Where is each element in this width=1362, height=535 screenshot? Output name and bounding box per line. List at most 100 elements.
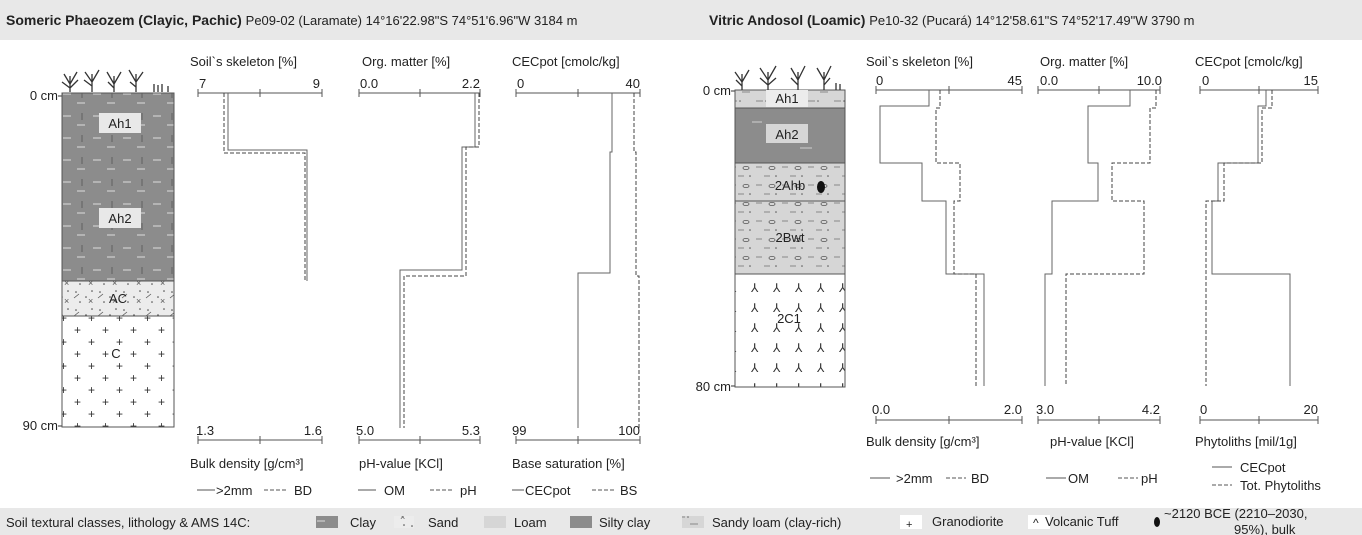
- panel-6-bottom-title: Phytoliths [mil/1g]: [1195, 434, 1297, 449]
- granodiorite-symbol-icon: +: [906, 519, 912, 531]
- horizon-2bwt-loam: [734, 200, 846, 275]
- panel-6-legend-dashed: Tot. Phytoliths: [1240, 478, 1321, 493]
- horizon-label-ac: AC: [109, 291, 127, 306]
- legend-loam: Loam: [514, 515, 547, 530]
- vegetation-icon: [734, 65, 841, 90]
- loam-swatch: [484, 516, 506, 528]
- volcanic-tuff-swatch: [1028, 515, 1050, 529]
- panel-6-bottom-min: 0: [1200, 402, 1207, 417]
- horizon-2c1-volcanic-tuff: [734, 273, 846, 388]
- horizon-label-ah1: Ah1: [108, 116, 131, 131]
- panel-1-legend-solid: >2mm: [216, 483, 252, 498]
- panel-1-top-title: Soil`s skeleton [%]: [190, 54, 297, 69]
- legend-silty-clay: Silty clay: [599, 515, 651, 530]
- legend-sandy-loam: Sandy loam (clay-rich): [712, 515, 841, 530]
- panel-3-legend-dashed: BS: [620, 483, 638, 498]
- panel-6-top-max: 15: [1304, 73, 1318, 88]
- profile-2-column: 0 cm 80 cm Ah1 Ah2 2Ahb 2Bwt 2C1: [696, 65, 846, 394]
- horizon-2ahb-loam: [734, 162, 846, 202]
- panel-2-bottom-min: 5.0: [356, 423, 374, 438]
- organic-matter-curve: [399, 93, 476, 428]
- profile-1-depth-bottom: 90 cm: [23, 418, 58, 433]
- legend-dating-line2: 95%), bulk: [1234, 522, 1296, 535]
- profile-1-column: 0 cm 90 cm Ah1 Ah2 AC C: [23, 69, 175, 433]
- base-saturation-curve: [633, 93, 640, 428]
- panel-1-bottom-max: 1.6: [304, 423, 322, 438]
- panel-5-top-title: Org. matter [%]: [1040, 54, 1128, 69]
- horizon-label-c: C: [111, 346, 120, 361]
- panel-2-top-max: 2.2: [462, 76, 480, 91]
- panel-3-top-max: 40: [626, 76, 640, 91]
- horizon-label-2c1: 2C1: [777, 311, 801, 326]
- bulk-density-curve-p2: [935, 90, 977, 386]
- panel-4-top-max: 45: [1008, 73, 1022, 88]
- profile-1-header: Someric Phaeozem (Clayic, Pachic) Pe09-0…: [6, 12, 577, 28]
- profile-2-site-info: Pe10-32 (Pucará) 14°12'58.61"S 74°52'17.…: [869, 13, 1195, 28]
- ams-14c-sample-icon: [817, 181, 825, 193]
- panel-1-top-max: 9: [313, 76, 320, 91]
- legend-clay: Clay: [350, 515, 377, 530]
- legend-volcanic-tuff: Volcanic Tuff: [1045, 514, 1119, 529]
- panel-2-top-min: 0.0: [360, 76, 378, 91]
- legend-dating-line1: ~2120 BCE (2210–2030,: [1164, 506, 1307, 521]
- ams-14c-legend-icon: [1154, 517, 1160, 527]
- panel-4-bottom-min: 0.0: [872, 402, 890, 417]
- panel-3-legend-solid: CECpot: [525, 483, 571, 498]
- panel-3-bottom-min: 99: [512, 423, 526, 438]
- panel-5-bottom-max: 4.2: [1142, 402, 1160, 417]
- clay-swatch: [316, 516, 338, 528]
- panel-5-legend-solid: OM: [1068, 471, 1089, 486]
- panel-2-bottom-max: 5.3: [462, 423, 480, 438]
- profile-2-depth-bottom: 80 cm: [696, 379, 731, 394]
- granodiorite-swatch: [900, 515, 922, 529]
- panel-6-legend-solid: CECpot: [1240, 460, 1286, 475]
- volcanic-tuff-symbol-icon: ^: [1033, 516, 1039, 530]
- sand-swatch: [394, 516, 414, 528]
- vegetation-icon: [61, 69, 169, 92]
- panel-2-bottom-title: pH-value [KCl]: [359, 456, 443, 471]
- panel-5-top-min: 0.0: [1040, 73, 1058, 88]
- panel-2-top-title: Org. matter [%]: [362, 54, 450, 69]
- panel-2-legend-solid: OM: [384, 483, 405, 498]
- phytoliths-curve-p2: [1205, 90, 1273, 386]
- panel-5-legend-dashed: pH: [1141, 471, 1158, 486]
- panel-5-top-max: 10.0: [1137, 73, 1162, 88]
- label-bg-ah1: [99, 113, 141, 133]
- legend-intro: Soil textural classes, lithology & AMS 1…: [6, 515, 250, 530]
- panel-4-legend-dashed: BD: [971, 471, 989, 486]
- profile-2-depth-top: 0 cm: [703, 83, 731, 98]
- panel-3-bottom-title: Base saturation [%]: [512, 456, 625, 471]
- organic-matter-curve-p2: [1044, 90, 1131, 386]
- header-bar: [0, 0, 1362, 40]
- panel-4-bottom-title: Bulk density [g/cm³]: [866, 434, 979, 449]
- cec-curve-p2: [1211, 90, 1291, 386]
- panel-1-top-min: 7: [199, 76, 206, 91]
- legend-sand: Sand: [428, 515, 458, 530]
- panel-3-bottom-max: 100: [618, 423, 640, 438]
- horizon-label-2bwt: 2Bwt: [776, 230, 805, 245]
- panel-6-top-min: 0: [1202, 73, 1209, 88]
- panel-5-bottom-title: pH-value [KCl]: [1050, 434, 1134, 449]
- ph-curve: [403, 93, 480, 428]
- profile-2-soil-type: Vitric Andosol (Loamic): [709, 12, 866, 28]
- panel-2-legend-dashed: pH: [460, 483, 477, 498]
- skeleton-curve: [227, 93, 308, 281]
- panel-4-top-title: Soil`s skeleton [%]: [866, 54, 973, 69]
- panel-1-bottom-min: 1.3: [196, 423, 214, 438]
- horizon-label-ah2-p2: Ah2: [775, 127, 798, 142]
- label-bg-ah2: [99, 208, 141, 228]
- footer-legend: Soil textural classes, lithology & AMS 1…: [6, 506, 1307, 535]
- profile-1-soil-type: Someric Phaeozem (Clayic, Pachic): [6, 12, 242, 28]
- panel-3-top-title: CECpot [cmolc/kg]: [512, 54, 620, 69]
- skeleton-curve-p2: [879, 90, 985, 386]
- profile-1-panels: Soil`s skeleton [%] 7 9 1.3 1.6 Bulk den…: [190, 54, 641, 498]
- profile-1-site-info: Pe09-02 (Laramate) 14°16'22.98"S 74°51'6…: [245, 13, 578, 28]
- panel-4-legend-solid: >2mm: [896, 471, 932, 486]
- panel-1-legend-dashed: BD: [294, 483, 312, 498]
- silty-clay-swatch: [570, 516, 592, 528]
- ph-curve-p2: [1065, 90, 1157, 386]
- cec-curve: [577, 93, 613, 428]
- horizon-label-ah1-p2: Ah1: [775, 91, 798, 106]
